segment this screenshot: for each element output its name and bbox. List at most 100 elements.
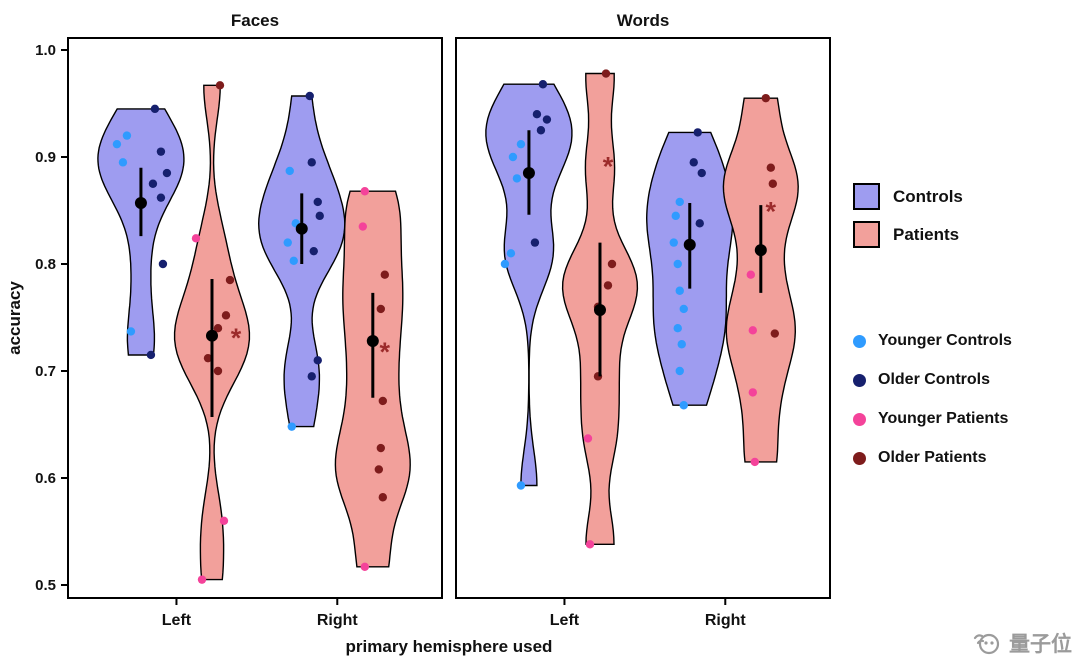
- jitter-point: [761, 93, 771, 103]
- jitter-point: [500, 259, 510, 269]
- jitter-point: [376, 443, 386, 453]
- watermark-text: 量子位: [1009, 633, 1072, 656]
- jitter-point: [158, 259, 168, 269]
- jitter-point: [374, 465, 384, 474]
- panel-border: [67, 37, 443, 599]
- jitter-point: [225, 275, 235, 285]
- jitter-point: [675, 366, 684, 376]
- jitter-point: [203, 353, 213, 363]
- patients-swatch: [853, 221, 880, 248]
- jitter-point: [697, 168, 706, 178]
- jitter-point: [768, 179, 778, 188]
- jitter-point: [669, 238, 678, 247]
- y-tick-label: 0.5: [35, 577, 56, 594]
- y-tick-label: 0.8: [35, 256, 56, 273]
- controls-swatch: [853, 183, 880, 210]
- watermark: 量子位: [973, 628, 1072, 658]
- jitter-point: [689, 158, 698, 167]
- legend-item-older-patients: Older Patients: [853, 449, 1078, 467]
- panel-border: [455, 37, 831, 599]
- jitter-point: [118, 158, 128, 167]
- point-legend: Younger Controls Older Controls Younger …: [853, 332, 1078, 467]
- jitter-point: [213, 366, 223, 376]
- legend-label-older-controls: Older Controls: [878, 371, 991, 388]
- jitter-point: [156, 193, 166, 202]
- jitter-point: [378, 493, 388, 502]
- mean-point: [134, 197, 147, 210]
- jitter-point: [287, 422, 296, 431]
- legend-label-older-patients: Older Patients: [878, 449, 987, 466]
- jitter-point: [219, 516, 229, 525]
- jitter-point: [376, 304, 386, 314]
- y-tick-label: 0.6: [35, 470, 56, 487]
- x-axis-label: primary hemisphere used: [346, 637, 553, 656]
- jitter-point: [695, 219, 704, 228]
- jitter-point: [675, 197, 684, 207]
- jitter-point: [679, 304, 688, 314]
- mean-point: [593, 304, 606, 317]
- mean-point: [295, 222, 308, 235]
- jitter-point: [603, 281, 613, 290]
- jitter-point: [585, 540, 595, 549]
- jitter-point: [538, 80, 548, 89]
- jitter-point: [307, 158, 316, 167]
- x-tick-label: Right: [705, 612, 747, 629]
- jitter-point: [162, 168, 172, 178]
- legend-label-younger-patients: Younger Patients: [878, 410, 1009, 427]
- jitter-point: [542, 115, 552, 124]
- jitter-point: [770, 329, 780, 338]
- mean-point: [754, 244, 767, 257]
- jitter-point: [146, 350, 156, 360]
- jitter-point: [126, 327, 136, 336]
- asterisk-marker: *: [380, 337, 391, 367]
- jitter-point: [360, 562, 370, 572]
- jitter-point: [583, 434, 593, 443]
- jitter-point: [750, 457, 760, 467]
- jitter-point: [679, 401, 688, 410]
- mean-point: [205, 329, 218, 342]
- jitter-point: [380, 270, 390, 279]
- asterisk-marker: *: [231, 323, 242, 353]
- violin-controls: [485, 83, 573, 487]
- asterisk-marker: *: [766, 197, 777, 227]
- fill-legend: Controls Patients: [853, 183, 1078, 248]
- jitter-point: [512, 174, 522, 183]
- y-tick-label: 1.0: [35, 42, 56, 59]
- jitter-point: [748, 388, 758, 397]
- jitter-point: [313, 356, 322, 365]
- older-patients-dot-icon: [853, 451, 866, 465]
- y-axis-label: accuracy: [5, 281, 24, 355]
- jitter-point: [673, 324, 682, 333]
- y-tick-label: 0.7: [35, 363, 56, 380]
- jitter-point: [112, 139, 122, 149]
- jitter-point: [748, 326, 758, 335]
- jitter-point: [693, 128, 702, 137]
- panel-title: Words: [617, 11, 670, 30]
- legend-label-patients: Patients: [893, 224, 960, 244]
- legend-item-younger-controls: Younger Controls: [853, 332, 1078, 350]
- jitter-point: [536, 126, 546, 135]
- legend-label-controls: Controls: [893, 186, 963, 206]
- x-tick-label: Left: [550, 612, 580, 629]
- y-tick-label: 0.9: [35, 149, 56, 166]
- jitter-point: [285, 166, 294, 176]
- mean-point: [683, 238, 696, 251]
- jitter-point: [215, 81, 225, 90]
- violin-figure: Faces0.50.60.70.80.91.0Left*Right*WordsL…: [5, 11, 831, 656]
- jitter-point: [378, 396, 388, 406]
- jitter-point: [358, 222, 368, 231]
- jitter-point: [677, 340, 686, 349]
- jitter-point: [532, 110, 542, 119]
- jitter-point: [315, 211, 324, 221]
- jitter-point: [309, 246, 318, 256]
- younger-patients-dot-icon: [853, 412, 866, 426]
- jitter-point: [766, 163, 776, 172]
- younger-controls-dot-icon: [853, 334, 866, 348]
- jitter-point: [283, 238, 292, 247]
- panel-title: Faces: [231, 11, 279, 30]
- legend-item-controls: Controls: [853, 183, 1078, 210]
- jitter-point: [313, 197, 322, 207]
